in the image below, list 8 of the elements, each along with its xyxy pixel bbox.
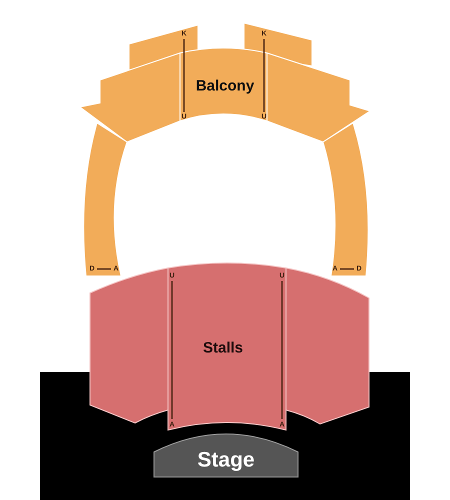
section-label: Balcony (196, 78, 254, 94)
seating-block (180, 48, 267, 121)
stage-platform (154, 434, 298, 477)
seating-block (168, 263, 286, 430)
seating-block (323, 123, 368, 276)
section-label: Stalls (202, 340, 244, 356)
stage-label: Stage (197, 450, 255, 470)
seating-block (84, 123, 127, 276)
